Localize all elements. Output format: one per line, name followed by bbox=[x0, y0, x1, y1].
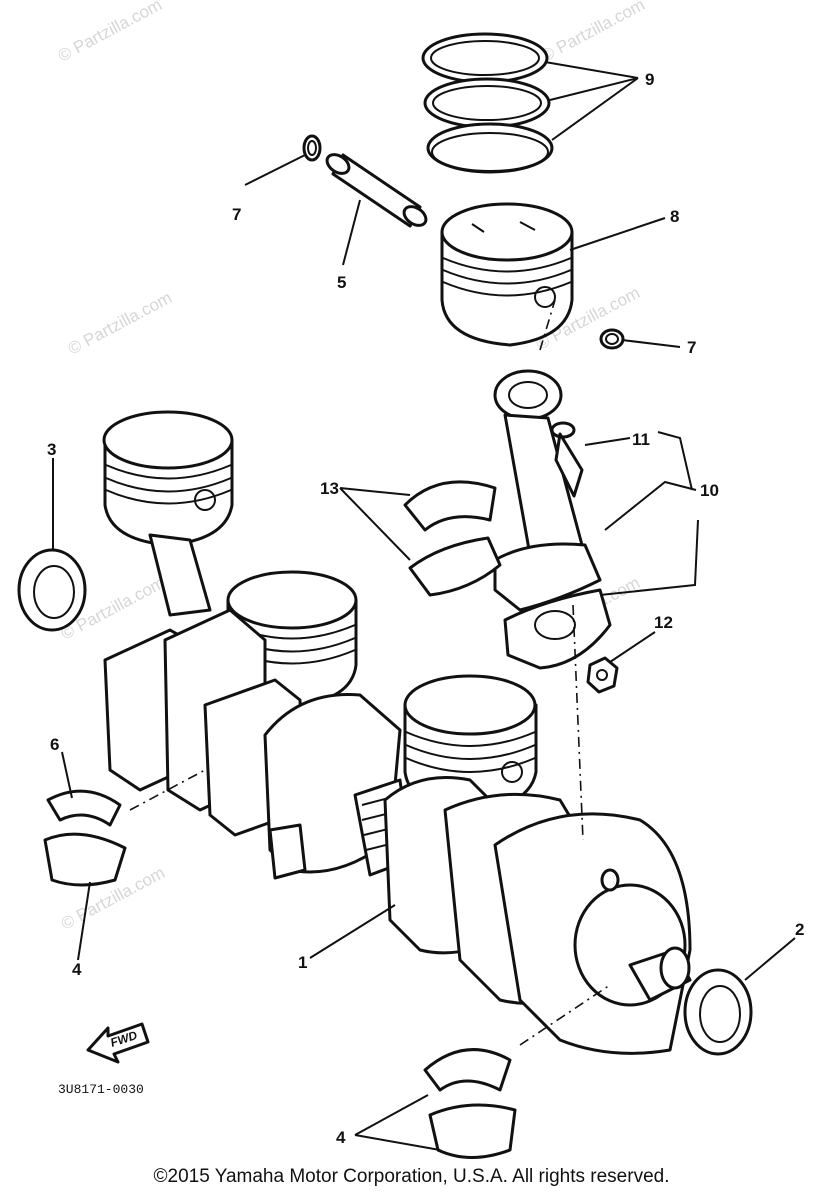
piston-pin-clip bbox=[599, 328, 625, 350]
callout-2: 2 bbox=[795, 920, 804, 939]
callout-12: 12 bbox=[654, 613, 673, 632]
piston-pin-clip bbox=[302, 134, 322, 162]
oil-seal bbox=[17, 548, 87, 632]
crankshaft bbox=[103, 608, 692, 1055]
main-bearing bbox=[43, 789, 127, 887]
callout-7: 7 bbox=[687, 338, 696, 357]
callouts: 9 7 8 5 7 3 11 13 10 12 6 1 4 2 4 bbox=[47, 70, 804, 1147]
oil-seal bbox=[683, 968, 753, 1056]
connecting-rod bbox=[493, 369, 612, 670]
connecting-rod-nut bbox=[586, 656, 619, 694]
callout-11: 11 bbox=[632, 430, 650, 449]
connecting-rod-bolt bbox=[550, 421, 584, 498]
main-bearing bbox=[423, 1048, 517, 1159]
callout-4: 4 bbox=[336, 1128, 346, 1147]
watermark: © Partzilla.com bbox=[55, 0, 165, 66]
callout-6: 6 bbox=[50, 735, 59, 754]
callout-3: 3 bbox=[47, 440, 56, 459]
watermark: © Partzilla.com bbox=[538, 0, 648, 66]
callout-13: 13 bbox=[320, 479, 339, 498]
leader-lines bbox=[52, 61, 796, 1151]
big-end-bearing bbox=[403, 480, 502, 597]
part-code: 3U8171-0030 bbox=[58, 1082, 144, 1097]
callout-10: 10 bbox=[700, 481, 719, 500]
copyright-notice: ©2015 Yamaha Motor Corporation, U.S.A. A… bbox=[153, 1166, 670, 1187]
callout-1: 1 bbox=[298, 953, 307, 972]
callout-4: 4 bbox=[72, 960, 82, 979]
callout-9: 9 bbox=[645, 70, 654, 89]
piston bbox=[102, 410, 234, 547]
callout-8: 8 bbox=[670, 207, 679, 226]
assembly-lines bbox=[129, 299, 611, 1046]
piston-pin bbox=[325, 153, 428, 228]
callout-7: 7 bbox=[232, 205, 241, 224]
piston-ring-set bbox=[421, 32, 554, 174]
piston bbox=[440, 202, 574, 347]
callout-5: 5 bbox=[337, 273, 346, 292]
watermark: © Partzilla.com bbox=[65, 288, 175, 359]
forward-arrow: FWD bbox=[86, 1022, 150, 1064]
connecting-rod bbox=[148, 533, 212, 617]
